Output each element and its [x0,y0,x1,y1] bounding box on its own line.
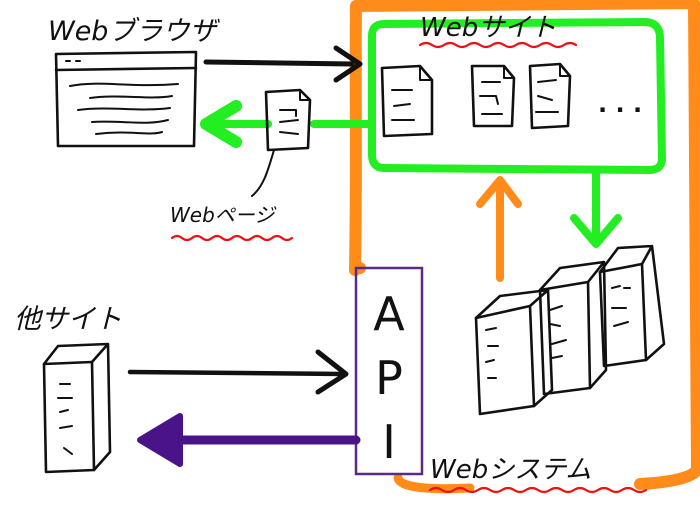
site-document-icon-2 [470,64,516,128]
browser-window-icon [54,50,198,148]
server-tower-icon-1 [474,288,554,416]
api-request-arrow [127,349,349,395]
request-arrow [203,45,363,83]
site-document-icon-3 [528,62,572,130]
other-site-server-icon [42,342,112,474]
web-site-box [368,18,666,174]
green-down-arrow [570,168,622,248]
server-tower-icon-2 [538,260,608,396]
orange-up-arrow [476,176,522,282]
web-browser-label: Webブラウザ [48,16,220,47]
server-tower-icon-3 [598,244,666,368]
api-box [354,266,424,476]
api-response-arrow [137,413,361,467]
site-documents-ellipsis: . . . [598,90,642,118]
api-letter-i: I [382,415,396,469]
web-page-underline [170,234,294,242]
response-arrow [200,100,376,148]
site-document-icon-1 [380,64,434,138]
api-letter-p: P [375,351,403,405]
web-site-underline [418,41,578,49]
web-page-document-icon [264,88,312,152]
web-page-label: Webページ [170,203,277,227]
web-system-underline [428,486,648,494]
api-letter-a: A [373,287,405,341]
other-site-label: 他サイト [14,304,122,335]
web-site-label: Webサイト [420,13,556,43]
web-page-leader-line [251,149,275,197]
web-system-label: Webシステム [430,455,591,485]
